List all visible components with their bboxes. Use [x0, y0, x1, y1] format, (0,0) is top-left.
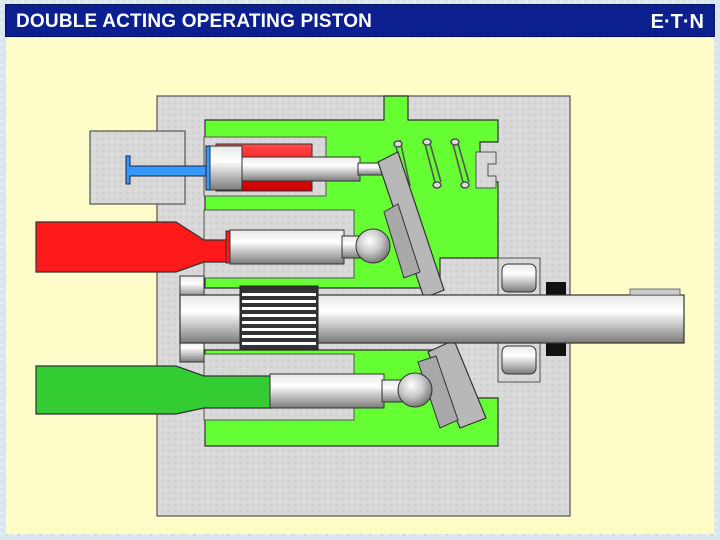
slide-title: DOUBLE ACTING OPERATING PISTON [16, 11, 373, 32]
upper-piston-ball [355, 228, 391, 264]
lower-piston [269, 373, 385, 409]
shaft-seal-bottom [546, 342, 566, 356]
spring-stop [475, 151, 497, 189]
control-piston [209, 145, 243, 191]
upper-piston [229, 229, 345, 265]
right-bearing-top [501, 263, 537, 293]
eaton-logo: E·T·N [650, 11, 704, 33]
lower-piston-ball [397, 372, 433, 408]
right-bearing-bottom [501, 345, 537, 375]
shaft-seal-top [546, 282, 566, 296]
shaft-spline [239, 285, 319, 351]
title-bar: DOUBLE ACTING OPERATING PISTON E·T·N [5, 4, 715, 37]
spline-teeth [242, 293, 316, 345]
control-piston-rod [241, 156, 361, 182]
shoe-upper [383, 203, 421, 279]
shoe-lower [417, 355, 459, 429]
shaft-end-cap [629, 288, 681, 296]
